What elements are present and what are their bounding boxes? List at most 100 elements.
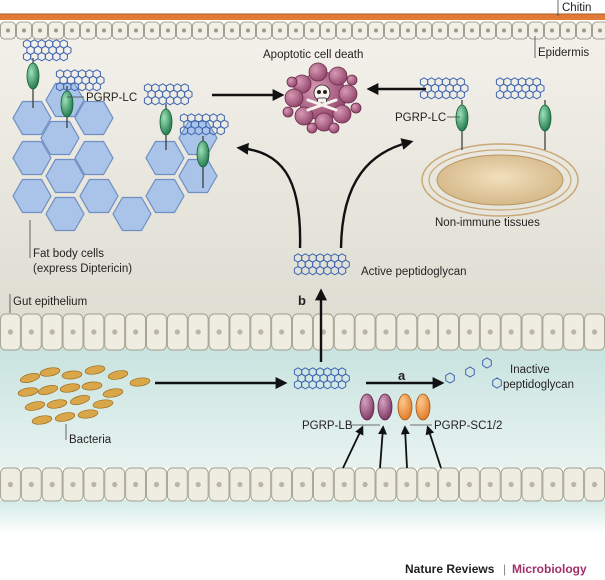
fat-body-sub-label: (express Diptericin): [33, 263, 132, 275]
peptidoglycan-chain: [293, 253, 350, 276]
bacterium: [31, 415, 53, 425]
fat-body-cell: [12, 140, 52, 176]
pgrp-lc-receptor: [196, 140, 210, 168]
cell-nucleus: [153, 329, 160, 335]
pgrp-lc-right-label: PGRP-LC: [395, 112, 446, 124]
cell-nucleus: [153, 481, 160, 488]
cell-nucleus: [598, 28, 602, 33]
non-immune-tissue: [421, 143, 579, 217]
cell-nucleus: [262, 28, 266, 33]
bacterium: [17, 387, 39, 397]
cell-nucleus: [174, 329, 180, 335]
cell-nucleus: [487, 329, 493, 335]
bacterium: [69, 394, 91, 406]
peptidoglycan-chain: [55, 69, 105, 92]
cell-nucleus: [299, 329, 306, 335]
cell-nucleus: [166, 28, 170, 33]
bacteria-label: Bacteria: [69, 434, 112, 446]
cell-nucleus: [258, 481, 264, 488]
fat-body-cell: [145, 178, 185, 214]
cell-nucleus: [91, 329, 97, 335]
pgrp-lc-receptor: [60, 90, 74, 118]
step-a-label: a: [398, 368, 406, 383]
cell-nucleus: [112, 481, 118, 488]
cell-nucleus: [86, 28, 90, 33]
inactive-fragment: [482, 357, 492, 369]
cell-nucleus: [6, 28, 10, 33]
apoptotic-bleb: [338, 84, 358, 104]
cell-nucleus: [54, 28, 58, 33]
cell-nucleus: [214, 28, 218, 33]
cell-nucleus: [466, 329, 472, 335]
cell-nucleus: [534, 28, 538, 33]
cell-nucleus: [390, 28, 394, 33]
bacterium: [24, 401, 46, 411]
bacterium: [81, 381, 103, 391]
chitin-label: Chitin: [562, 2, 591, 14]
arrow-pg-to-tissue: [339, 138, 414, 249]
gut-epithelium-upper: [0, 313, 605, 351]
arrow-pg-to-fatbody: [236, 142, 302, 249]
fat-body-cell: [112, 196, 152, 232]
fat-body-cell: [45, 158, 85, 194]
peptidoglycan-chain: [293, 367, 350, 390]
cell-nucleus: [425, 329, 431, 335]
inactive-peptidoglycan-label: Inactive: [510, 364, 550, 376]
footer-section: Microbiology: [512, 562, 587, 576]
chitin-band: [0, 14, 605, 20]
pgrp-lc-receptors: [26, 58, 552, 188]
bacterium: [84, 365, 106, 375]
cell-nucleus: [341, 481, 347, 488]
cell-nucleus: [362, 329, 368, 335]
cell-nucleus: [383, 329, 389, 335]
pgrp-lc-receptor: [455, 104, 469, 132]
cell-nucleus: [518, 28, 522, 33]
cell-nucleus: [70, 28, 74, 33]
cell-nucleus: [299, 481, 306, 488]
step-b-label: b: [298, 293, 306, 308]
secretion-arrows: [342, 425, 442, 469]
footer-journal: Nature Reviews: [405, 562, 495, 576]
cell-nucleus: [22, 28, 26, 33]
cell-nucleus: [591, 481, 598, 488]
cell-nucleus: [550, 481, 556, 488]
fat-body-cell: [74, 100, 114, 136]
cell-nucleus: [502, 28, 506, 33]
pathway-arrows: [155, 83, 445, 389]
cell-nucleus: [28, 481, 34, 488]
cell-nucleus: [466, 481, 472, 488]
cell-nucleus: [486, 28, 490, 33]
epidermis-label: Epidermis: [538, 47, 589, 59]
cell-nucleus: [216, 329, 222, 335]
cell-nucleus: [582, 28, 586, 33]
cell-nucleus: [508, 329, 514, 335]
gut-epithelium-label: Gut epithelium: [13, 296, 87, 308]
gut-epithelium-lower: [0, 467, 605, 502]
cell-nucleus: [70, 481, 76, 488]
cell-nucleus: [425, 481, 431, 488]
pgrp-lb-proteins: [359, 393, 393, 421]
cell-nucleus: [279, 481, 285, 488]
peptidoglycan-chain: [22, 39, 72, 62]
apoptotic-bleb: [306, 122, 318, 134]
inactive-fragment: [492, 377, 502, 389]
cell-nucleus: [198, 28, 202, 33]
apoptotic-bleb: [332, 104, 352, 124]
apoptotic-bleb: [314, 112, 334, 132]
cell-nucleus: [438, 28, 442, 33]
cell-nucleus: [358, 28, 362, 33]
cell-nucleus: [258, 329, 264, 335]
fat-body-label: Fat body cells: [33, 248, 104, 260]
cell-nucleus: [445, 329, 452, 335]
apoptotic-bleb: [328, 122, 340, 134]
apoptotic-bleb: [282, 106, 294, 118]
footer-separator: |: [503, 562, 506, 576]
cell-nucleus: [422, 28, 426, 33]
cell-nucleus: [134, 28, 138, 33]
cell-nucleus: [470, 28, 474, 33]
cell-nucleus: [383, 481, 389, 488]
apoptotic-bleb: [286, 76, 298, 88]
apoptotic-bleb: [294, 106, 314, 126]
active-peptidoglycan-label: Active peptidoglycan: [361, 266, 466, 278]
